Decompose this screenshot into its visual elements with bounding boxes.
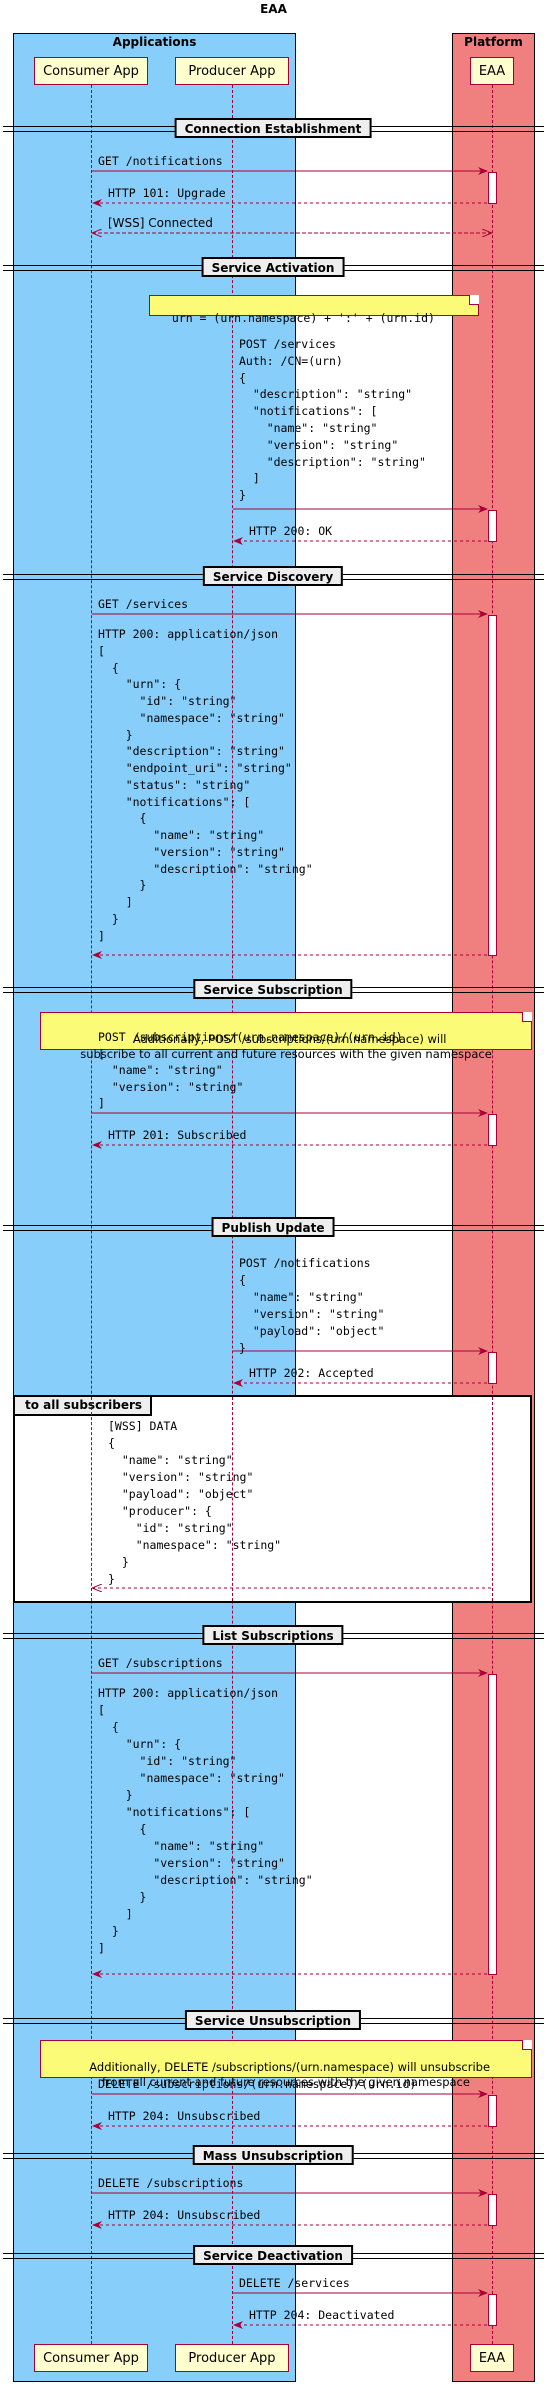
msg-post-subscription: POST /subscriptions/(urn.namespace)/(urn…: [98, 1030, 403, 1110]
activation-bar: [488, 2095, 497, 2127]
activation-bar: [488, 1352, 497, 1384]
note-fold: [522, 2040, 532, 2050]
msg-delete-services: DELETE /services: [239, 2276, 350, 2290]
msg-post-services: POST /services Auth: /CN=(urn) { "descri…: [239, 337, 426, 503]
section-service-unsubscription: Service Unsubscription: [184, 2010, 362, 2030]
to-all-subscribers-group: to all subscribers: [13, 1395, 532, 1603]
activation-bar: [488, 1114, 497, 1146]
subscribe-namespace-note-text: Additionally, POST /subscriptions/(urn.n…: [80, 1032, 492, 1061]
section-service-discovery: Service Discovery: [202, 566, 344, 586]
participant-consumer-app: Consumer App: [34, 57, 148, 85]
unsubscribe-namespace-note: Additionally, DELETE /subscriptions/(urn…: [40, 2040, 532, 2089]
urn-note-text: urn = (urn.namespace) + ':' + (urn.id): [171, 311, 435, 325]
eaa-lifeline: [492, 85, 493, 2344]
msg-get-services: GET /services: [98, 597, 189, 611]
section-mass-unsubscription: Mass Unsubscription: [192, 2145, 354, 2165]
msg-http-202-accepted: HTTP 202: Accepted: [249, 1366, 374, 1380]
consumer-app-lifeline: [91, 85, 92, 2344]
msg-get-subscriptions: GET /subscriptions: [98, 1656, 223, 1670]
section-service-subscription: Service Subscription: [193, 979, 353, 999]
participant-consumer-app-bottom: Consumer App: [34, 2344, 148, 2372]
eaa-lifeline: [492, 1397, 493, 1601]
msg-http-200-ok: HTTP 200: OK: [249, 524, 333, 538]
section-service-activation: Service Activation: [201, 257, 345, 277]
msg-post-notifications: POST /notifications { "name": "string" "…: [239, 1256, 385, 1355]
activation-bar: [488, 2194, 497, 2226]
note-fold: [522, 1012, 532, 1022]
producer-app-lifeline: [232, 1397, 233, 1601]
participant-eaa: EAA: [470, 57, 514, 85]
participant-producer-app: Producer App: [175, 57, 289, 85]
msg-subscriptions-response: HTTP 200: application/json [ { "urn": { …: [98, 1686, 313, 1955]
section-connection-establishment: Connection Establishment: [174, 118, 372, 138]
section-service-deactivation: Service Deactivation: [193, 2245, 353, 2265]
participant-eaa-bottom: EAA: [470, 2344, 514, 2372]
msg-services-response: HTTP 200: application/json [ { "urn": { …: [98, 627, 313, 943]
diagram-title: EAA: [260, 2, 287, 16]
note-fold: [469, 295, 479, 305]
applications-box: Applications: [13, 33, 296, 2382]
msg-http-101-upgrade: HTTP 101: Upgrade: [108, 186, 226, 200]
unsubscribe-namespace-note-text: Additionally, DELETE /subscriptions/(urn…: [89, 2060, 491, 2089]
platform-box: Platform: [452, 33, 535, 2382]
msg-wss-connected: [WSS] Connected: [108, 216, 213, 230]
subscribe-namespace-note: Additionally, POST /subscriptions/(urn.n…: [40, 1012, 532, 1061]
to-all-subscribers-label: to all subscribers: [15, 1397, 153, 1416]
platform-box-label: Platform: [464, 35, 523, 49]
activation-bar: [488, 510, 497, 542]
producer-app-lifeline: [232, 85, 233, 2344]
urn-note: urn = (urn.namespace) + ':' + (urn.id): [149, 295, 479, 325]
participant-producer-app-bottom: Producer App: [175, 2344, 289, 2372]
msg-http-204-deactivated: HTTP 204: Deactivated: [249, 2308, 395, 2322]
activation-bar: [488, 2294, 497, 2326]
msg-delete-subscription: DELETE /subscriptions/(urn.namespace)/(u…: [98, 2077, 417, 2091]
msg-http-204-mass-unsubscribed: HTTP 204: Unsubscribed: [108, 2208, 261, 2222]
msg-http-201-subscribed: HTTP 201: Subscribed: [108, 1128, 247, 1142]
activation-bar: [488, 1674, 497, 1975]
msg-delete-subscriptions: DELETE /subscriptions: [98, 2176, 244, 2190]
section-publish-update: Publish Update: [211, 1217, 335, 1237]
consumer-app-lifeline: [91, 1397, 92, 1601]
msg-http-204-unsubscribed: HTTP 204: Unsubscribed: [108, 2109, 261, 2123]
activation-bar: [488, 615, 497, 956]
activation-bar: [488, 172, 497, 204]
applications-box-label: Applications: [112, 35, 197, 49]
msg-wss-data: [WSS] DATA { "name": "string" "version":…: [108, 1419, 282, 1586]
section-list-subscriptions: List Subscriptions: [202, 1625, 344, 1645]
msg-get-notifications: GET /notifications: [98, 154, 223, 168]
